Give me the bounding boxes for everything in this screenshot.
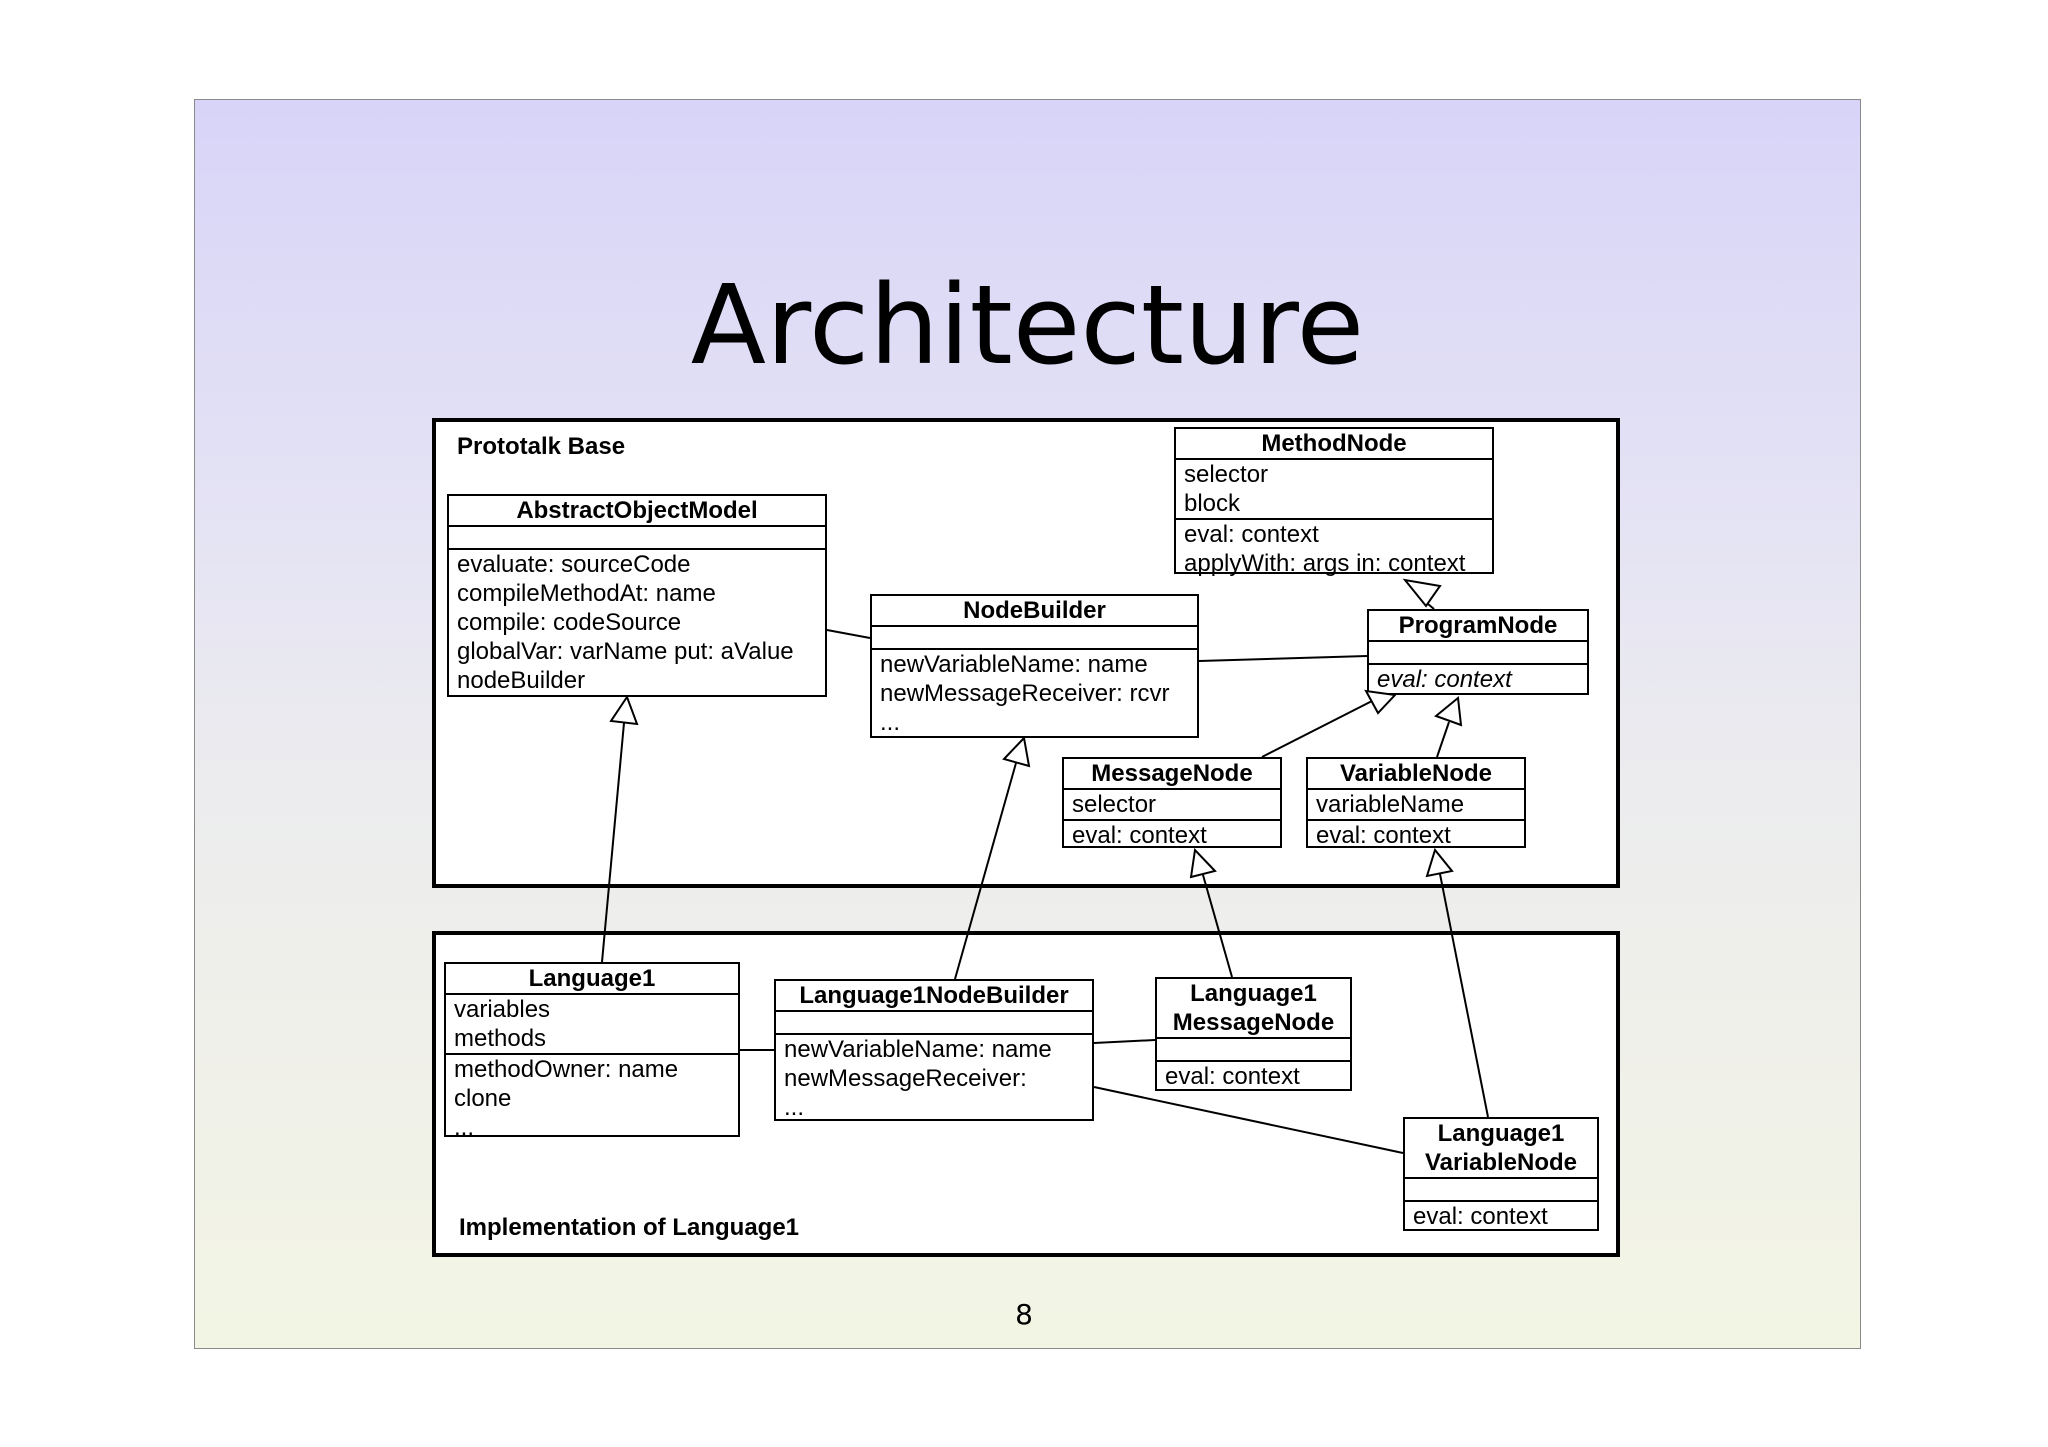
attribute-compartment bbox=[776, 1012, 1092, 1033]
method-item: ... bbox=[454, 1114, 475, 1141]
method-compartment: eval: context bbox=[1157, 1060, 1350, 1090]
class-name-line: Language1 bbox=[1437, 1120, 1565, 1147]
method-item: newVariableName: name bbox=[784, 1036, 1052, 1063]
method-item: newMessageReceiver: bbox=[784, 1065, 1027, 1092]
attribute-compartment: selector bbox=[1064, 790, 1280, 819]
method-item: compileMethodAt: name bbox=[457, 580, 716, 607]
class-name: Language1 bbox=[446, 964, 738, 995]
method-compartment: newVariableName: name newMessageReceiver… bbox=[776, 1033, 1092, 1121]
attribute-compartment: variableName bbox=[1308, 790, 1524, 819]
attribute-item: methods bbox=[454, 1025, 547, 1052]
class-message-node[interactable]: MessageNode selector eval: context bbox=[1062, 757, 1282, 849]
class-language1[interactable]: Language1 variables methods methodOwner:… bbox=[444, 962, 740, 1141]
method-compartment: eval: context bbox=[1405, 1200, 1597, 1230]
attribute-compartment bbox=[1405, 1179, 1597, 1200]
method-item: globalVar: varName put: aValue bbox=[457, 638, 794, 665]
method-item: eval: context bbox=[1072, 822, 1207, 849]
attribute-compartment bbox=[872, 627, 1197, 648]
class-name: AbstractObjectModel bbox=[449, 496, 825, 527]
attribute-compartment bbox=[1369, 642, 1587, 663]
class-variable-node[interactable]: VariableNode variableName eval: context bbox=[1306, 757, 1526, 849]
method-item: newMessageReceiver: rcvr bbox=[880, 680, 1170, 707]
class-name: MethodNode bbox=[1176, 429, 1492, 460]
attribute-item: selector bbox=[1184, 461, 1269, 488]
attribute-compartment: variables methods bbox=[446, 995, 738, 1053]
class-name: Language1 VariableNode bbox=[1405, 1119, 1597, 1179]
method-item-abstract: eval: context bbox=[1377, 666, 1512, 693]
attribute-item: selector bbox=[1072, 791, 1157, 818]
class-name: ProgramNode bbox=[1369, 611, 1587, 642]
attribute-compartment bbox=[449, 527, 825, 548]
class-name-line: Language1 bbox=[1190, 980, 1317, 1007]
class-program-node[interactable]: ProgramNode eval: context bbox=[1367, 609, 1589, 695]
method-item: ... bbox=[784, 1094, 805, 1121]
method-compartment: eval: context bbox=[1064, 819, 1280, 849]
attribute-compartment bbox=[1157, 1039, 1350, 1060]
method-item: ... bbox=[880, 709, 901, 736]
method-item: eval: context bbox=[1316, 822, 1451, 849]
class-name: VariableNode bbox=[1308, 759, 1524, 790]
method-compartment: newVariableName: name newMessageReceiver… bbox=[872, 648, 1197, 736]
panel-label-prototalk-base: Prototalk Base bbox=[457, 433, 626, 460]
class-abstract-object-model[interactable]: AbstractObjectModel evaluate: sourceCode… bbox=[447, 494, 827, 697]
class-name-line: VariableNode bbox=[1424, 1149, 1578, 1176]
class-name-line: MessageNode bbox=[1172, 1009, 1335, 1036]
method-item: nodeBuilder bbox=[457, 667, 586, 694]
panel-label-implementation: Implementation of Language1 bbox=[459, 1214, 800, 1241]
method-compartment: eval: context bbox=[1308, 819, 1524, 849]
method-item: methodOwner: name bbox=[454, 1056, 679, 1083]
attribute-item: block bbox=[1184, 490, 1241, 517]
method-item: eval: context bbox=[1184, 521, 1319, 548]
method-compartment: methodOwner: name clone ... bbox=[446, 1053, 738, 1141]
class-language1-variable-node[interactable]: Language1 VariableNode eval: context bbox=[1403, 1117, 1599, 1231]
method-compartment: evaluate: sourceCode compileMethodAt: na… bbox=[449, 548, 825, 695]
method-item: applyWith: args in: context bbox=[1184, 550, 1466, 577]
class-name: Language1 MessageNode bbox=[1157, 979, 1350, 1039]
class-name: Language1NodeBuilder bbox=[776, 981, 1092, 1012]
method-item: eval: context bbox=[1165, 1063, 1300, 1090]
page-number: 8 bbox=[1015, 1298, 1033, 1331]
class-name: MessageNode bbox=[1064, 759, 1280, 790]
class-language1-node-builder[interactable]: Language1NodeBuilder newVariableName: na… bbox=[774, 979, 1094, 1121]
class-method-node[interactable]: MethodNode selector block eval: context … bbox=[1174, 427, 1494, 577]
method-item: clone bbox=[454, 1085, 512, 1112]
slide-title: Architecture bbox=[690, 261, 1365, 389]
class-language1-message-node[interactable]: Language1 MessageNode eval: context bbox=[1155, 977, 1352, 1091]
method-compartment: eval: context applyWith: args in: contex… bbox=[1176, 518, 1492, 577]
method-item: evaluate: sourceCode bbox=[457, 551, 691, 578]
attribute-item: variables bbox=[454, 996, 551, 1023]
attribute-compartment: selector block bbox=[1176, 460, 1492, 518]
class-node-builder[interactable]: NodeBuilder newVariableName: name newMes… bbox=[870, 594, 1199, 738]
class-name: NodeBuilder bbox=[872, 596, 1197, 627]
method-item: eval: context bbox=[1413, 1203, 1548, 1230]
method-item: newVariableName: name bbox=[880, 651, 1148, 678]
method-item: compile: codeSource bbox=[457, 609, 682, 636]
attribute-item: variableName bbox=[1316, 791, 1465, 818]
method-compartment: eval: context bbox=[1369, 663, 1587, 693]
